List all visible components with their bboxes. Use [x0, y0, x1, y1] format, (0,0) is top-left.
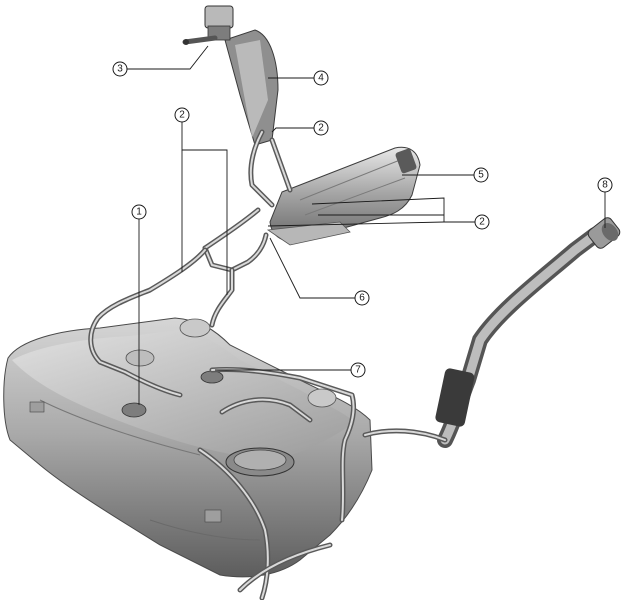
fuel-tank [3, 317, 373, 578]
callout-label: 2 [179, 110, 185, 121]
callout-2-right: 2 [474, 214, 490, 230]
callout-label: 2 [479, 217, 485, 228]
callout-3: 3 [112, 61, 128, 77]
callout-label: 8 [602, 180, 608, 191]
callout-label: 3 [117, 64, 123, 75]
charcoal-canister [266, 146, 421, 246]
callout-2-top: 2 [174, 107, 190, 123]
upper-bracket-assembly [182, 5, 279, 146]
callout-7: 7 [350, 362, 366, 378]
callout-label: 4 [318, 73, 324, 84]
filler-pipe [362, 217, 621, 448]
callout-1: 1 [131, 204, 147, 220]
callout-label: 1 [136, 207, 142, 218]
hoses [88, 129, 357, 600]
callout-label: 5 [478, 170, 484, 181]
callout-6: 6 [354, 290, 370, 306]
callout-8: 8 [597, 177, 613, 193]
callout-2-middle: 2 [313, 120, 329, 136]
callout-label: 7 [355, 365, 361, 376]
callout-label: 6 [359, 293, 365, 304]
callout-label: 2 [318, 123, 324, 134]
leader-lines [127, 45, 606, 405]
callout-5: 5 [473, 167, 489, 183]
callout-4: 4 [313, 70, 329, 86]
